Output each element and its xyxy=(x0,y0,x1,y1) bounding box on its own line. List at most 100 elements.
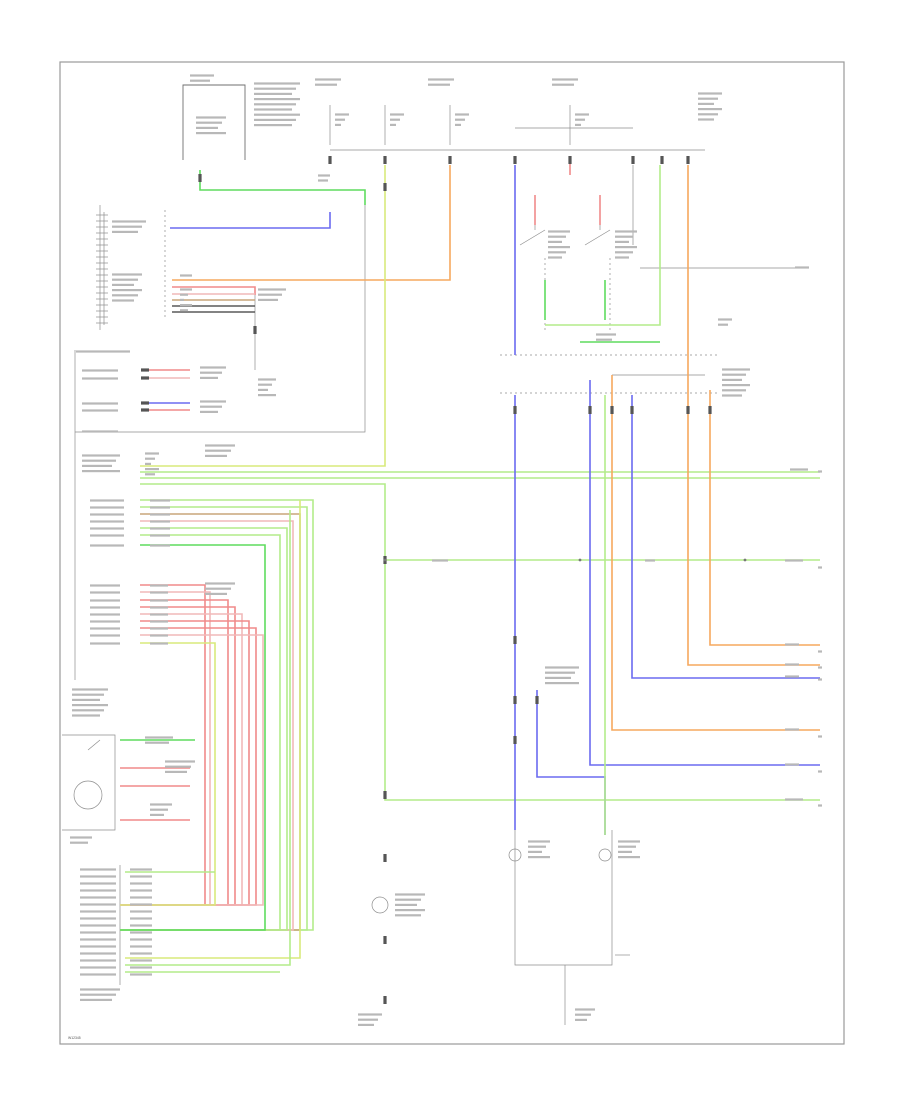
lamp-circuit xyxy=(514,830,613,966)
fine-print xyxy=(545,666,579,669)
fine-print xyxy=(785,675,799,678)
fine-print xyxy=(82,377,118,380)
wire-sensor-bank xyxy=(120,584,206,906)
fine-print xyxy=(90,599,120,602)
fine-print xyxy=(254,103,296,106)
fine-print xyxy=(150,584,168,587)
splice-dot xyxy=(383,558,387,562)
fine-print xyxy=(130,875,152,878)
connector-plug xyxy=(383,854,387,862)
fine-print xyxy=(196,116,226,119)
fine-print xyxy=(80,945,116,948)
fine-print xyxy=(575,123,581,126)
component-outlines xyxy=(62,84,805,1025)
fine-print xyxy=(82,402,118,405)
fine-print xyxy=(150,599,168,602)
fine-print xyxy=(428,78,454,81)
fine-print xyxy=(618,840,640,843)
fine-print xyxy=(150,527,170,530)
fine-print xyxy=(72,709,104,712)
connector-plug xyxy=(141,368,149,372)
fine-print xyxy=(150,813,164,816)
fine-print xyxy=(315,78,341,81)
fine-print xyxy=(254,113,300,116)
fine-print xyxy=(190,79,210,82)
wire-light-green-loop xyxy=(140,483,820,801)
connector-plug xyxy=(610,406,614,414)
fine-print xyxy=(196,132,226,135)
fine-print xyxy=(72,704,108,707)
fine-print xyxy=(818,678,822,681)
fine-print xyxy=(395,903,417,906)
fine-print xyxy=(722,384,750,387)
connector-plug xyxy=(588,406,592,414)
fine-print xyxy=(722,368,750,371)
fine-print xyxy=(548,240,562,243)
fine-print xyxy=(254,82,300,85)
fine-print xyxy=(432,559,448,562)
fine-print xyxy=(90,642,120,645)
fine-print xyxy=(575,118,585,121)
fine-print xyxy=(180,309,188,312)
fine-print xyxy=(112,225,142,228)
fine-print xyxy=(615,235,633,238)
wire-output xyxy=(120,506,308,931)
connector-plug xyxy=(513,636,517,644)
connector-plug xyxy=(513,156,517,164)
fine-print xyxy=(200,376,218,379)
fine-print xyxy=(722,394,742,397)
fine-print xyxy=(200,400,226,403)
fine-print xyxy=(90,499,124,502)
fine-print xyxy=(90,613,120,616)
fine-print xyxy=(818,566,822,569)
switch-box xyxy=(62,734,116,831)
fine-print xyxy=(258,288,286,291)
fine-print xyxy=(180,274,192,277)
fine-print xyxy=(80,910,116,913)
connector-plug xyxy=(141,408,149,412)
fine-print xyxy=(358,1023,374,1026)
fine-print xyxy=(80,924,116,927)
connector-plug xyxy=(383,183,387,191)
fine-print xyxy=(785,763,799,766)
fine-print xyxy=(258,394,276,397)
wire-orange-right xyxy=(611,375,820,731)
fine-print xyxy=(455,113,469,116)
fine-print xyxy=(150,506,170,509)
figure-code: W12345 xyxy=(68,1036,81,1040)
fine-print xyxy=(130,959,152,962)
fine-print xyxy=(82,409,118,412)
fine-print xyxy=(596,333,616,336)
fine-print xyxy=(72,714,100,717)
fine-print xyxy=(790,468,808,471)
fine-print xyxy=(90,606,120,609)
fine-print xyxy=(112,230,138,233)
fine-print xyxy=(722,378,742,381)
fine-print xyxy=(80,889,116,892)
fine-print xyxy=(318,174,330,177)
connector-plug xyxy=(630,406,634,414)
fine-print xyxy=(90,591,120,594)
fine-print xyxy=(395,898,421,901)
wire-sensor-bank xyxy=(120,599,229,906)
fine-print xyxy=(254,98,300,101)
connector-plug xyxy=(383,996,387,1004)
fine-print xyxy=(90,534,124,537)
fine-print xyxy=(390,118,400,121)
fine-print xyxy=(196,121,222,124)
fine-print xyxy=(545,676,571,679)
fine-print xyxy=(112,299,134,302)
fine-print xyxy=(80,952,116,955)
fine-print xyxy=(395,893,425,896)
fine-print xyxy=(818,650,822,653)
fine-print xyxy=(698,113,718,116)
fine-print xyxy=(390,113,404,116)
fine-print xyxy=(358,1018,378,1021)
fine-print xyxy=(785,728,799,731)
fine-print xyxy=(80,959,116,962)
fine-print xyxy=(698,97,718,100)
connector-plug xyxy=(253,326,257,334)
ecu-signal-line xyxy=(75,205,366,433)
fine-print xyxy=(150,513,170,516)
fine-print xyxy=(205,582,235,585)
